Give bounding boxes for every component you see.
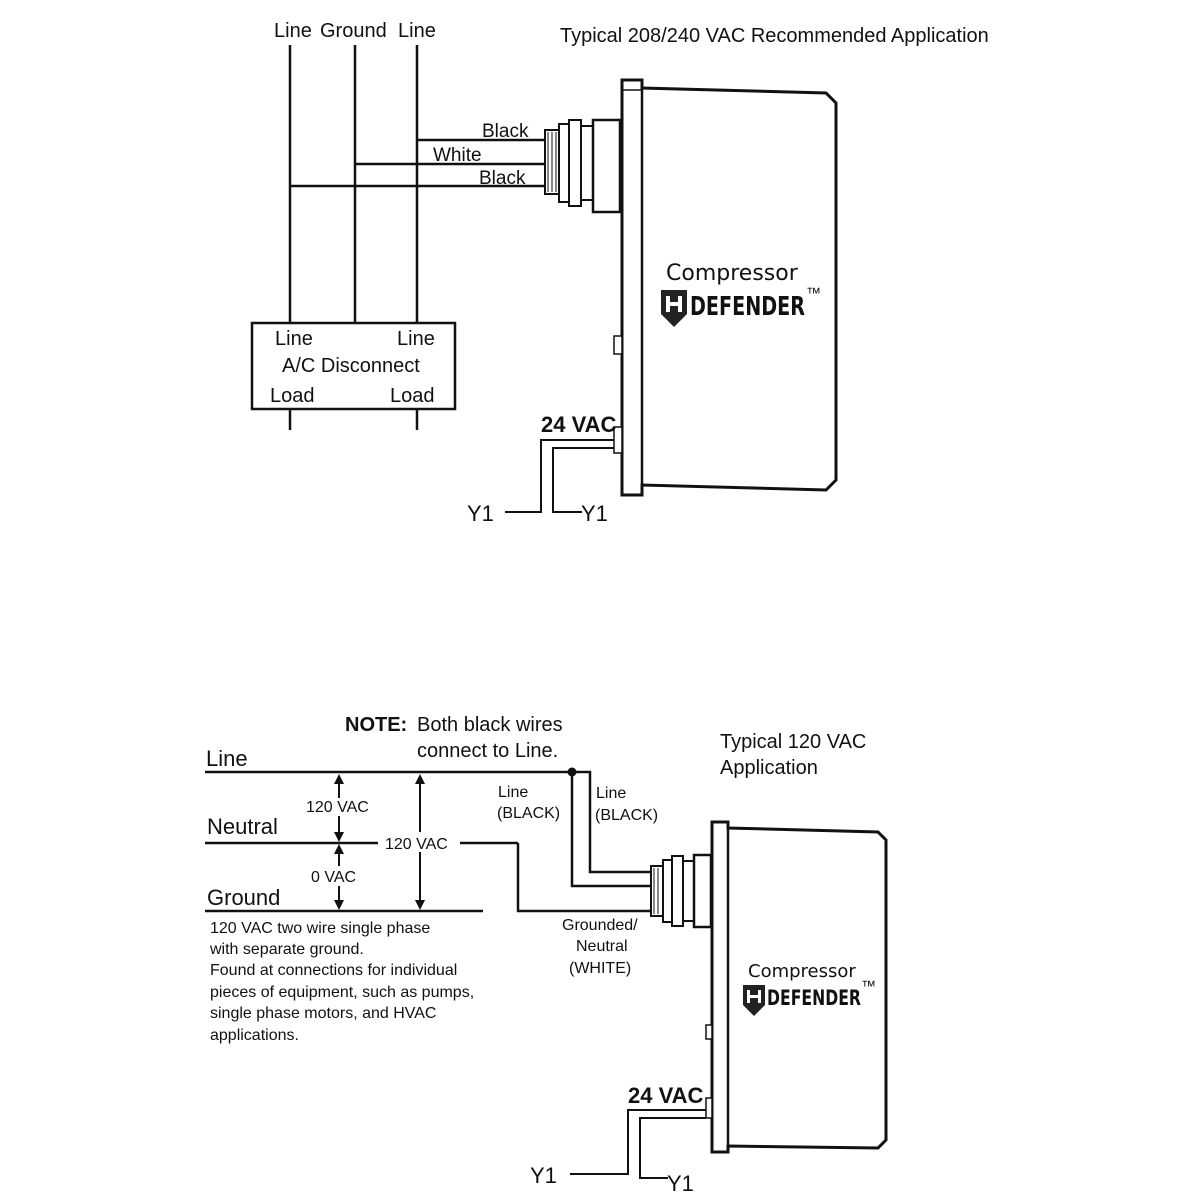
note-text-1: Both black wires [417,714,563,736]
measure-label-line-ground: 120 VAC [385,836,448,853]
brand-compressor-bottom: Compressor [748,961,856,982]
disconnect-load-left: Load [270,385,315,407]
note-label: NOTE: [345,714,407,736]
top-y1-right: Y1 [581,501,608,526]
wire-line-black-2 [572,770,655,874]
disconnect-load-right: Load [390,385,435,407]
wire-y1-left-top [505,439,614,513]
disconnect-line-right: Line [397,328,435,350]
wire-label-black-bottom: Black [479,168,526,189]
rail-label-neutral: Neutral [207,814,278,839]
wire-label-black-top: Black [482,121,529,142]
wire-label-neutral-b: Neutral [576,938,628,955]
wire-neutral-white [516,843,657,913]
top-title: Typical 208/240 VAC Recommended Applicat… [560,25,989,47]
bottom-title-line1: Typical 120 VAC [720,731,866,753]
top-y1-left: Y1 [467,501,494,526]
wire-label-neutral-a: Grounded/ [562,917,638,934]
description-line: 120 VAC two wire single phase [210,920,430,937]
brand-tm-top: ™ [806,285,821,302]
description-line: Found at connections for individual [210,962,457,979]
measure-label-line-neutral: 120 VAC [306,799,369,816]
rail-label-line: Line [206,746,248,771]
bus-label-ground: Ground [320,20,387,42]
note-text-2: connect to Line. [417,740,558,762]
conduit-fitting-bottom [650,853,713,929]
bottom-title-line2: Application [720,757,818,779]
measure-line-neutral [334,774,344,842]
wire-label-line-1a: Line [498,784,528,801]
bus-label-line-right: Line [398,20,436,42]
shield-logo-icon-bottom [743,985,765,1016]
rail-label-ground: Ground [207,885,280,910]
top-24vac-label: 24 VAC [541,412,617,437]
disconnect-line-left: Line [275,328,313,350]
conduit-fitting-top [544,118,622,214]
wire-y1-right-bottom [639,1117,706,1179]
shield-logo-icon-top [661,290,687,327]
brand-tm-bottom: ™ [861,978,876,995]
wire-label-line-1b: (BLACK) [497,805,560,822]
bottom-diagram: Typical 120 VAC Application NOTE: Both b… [205,714,888,1196]
measure-label-neutral-ground: 0 VAC [311,869,356,886]
ac-disconnect-box [250,321,457,411]
wire-line-black-1 [570,772,655,888]
wire-label-line-2a: Line [596,785,626,802]
brand-defender-bottom: DEFENDER [767,986,861,1010]
compressor-defender-device-bottom: Compressor DEFENDER ™ [705,820,888,1154]
description-block: 120 VAC two wire single phase with separ… [209,920,474,1044]
disconnect-name: A/C Disconnect [282,355,420,377]
bottom-24vac-label: 24 VAC [628,1083,704,1108]
measure-neutral-ground [334,844,344,910]
wire-label-line-2b: (BLACK) [595,807,658,824]
wire-label-neutral-c: (WHITE) [569,960,631,977]
bus-label-line-left: Line [274,20,312,42]
description-line: pieces of equipment, such as pumps, [210,984,474,1001]
wire-label-white: White [433,145,482,166]
description-line: single phase motors, and HVAC [210,1005,436,1022]
wire-y1-left-bottom [570,1109,706,1175]
description-line: applications. [210,1027,299,1044]
compressor-defender-device-top: Compressor DEFENDER ™ [613,78,838,497]
wire-y1-right-top [552,447,614,513]
brand-compressor-top: Compressor [666,261,799,286]
brand-defender-top: DEFENDER [690,292,805,322]
top-diagram: Typical 208/240 VAC Recommended Applicat… [250,20,989,526]
bottom-y1-left: Y1 [530,1163,557,1188]
description-line: with separate ground. [209,941,364,958]
bottom-y1-right: Y1 [667,1171,694,1196]
measure-line-ground [415,774,425,910]
